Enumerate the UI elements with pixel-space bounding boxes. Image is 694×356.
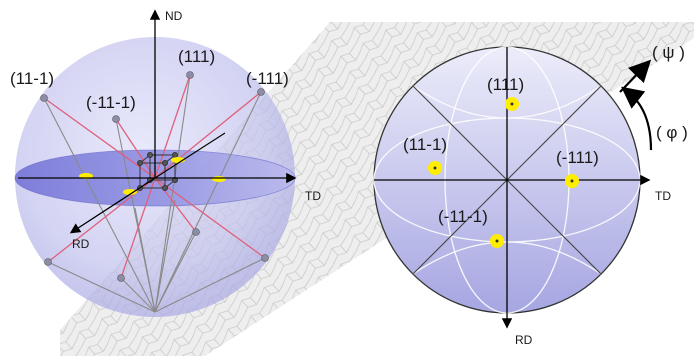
phi-rotation-arrow (621, 86, 653, 151)
pole-label-11-1: (11-1) (403, 135, 447, 154)
psi-label: ( ψ ) (652, 43, 685, 62)
td-label-right: TD (655, 189, 671, 203)
sphere-3d: ND TD RD (111) (11-1) (-11-1) (-111) (10, 9, 321, 317)
plane-label-111: (111) (178, 47, 215, 66)
rd-axis-back (154, 132, 226, 179)
pole-label--11-1: (-11-1) (438, 207, 488, 226)
nd-label: ND (165, 9, 183, 23)
rd-axis (69, 177, 156, 234)
rd-label: RD (72, 237, 90, 251)
sphere-pole-points (40, 71, 269, 282)
td-label: TD (305, 189, 321, 203)
phi-label: ( φ ) (656, 123, 688, 142)
pole-label-111: (111) (487, 75, 524, 94)
pole-label--111: (-111) (556, 148, 599, 167)
plane-label--111: (-111) (246, 69, 289, 88)
plane-label-11-1: (11-1) (10, 69, 54, 88)
projected-pole-markers (428, 97, 579, 248)
stereographic-projection: TD RD (111) (11-1) (-111) (-11-1) ( ψ ) … (373, 43, 688, 347)
rd-label-right: RD (515, 333, 533, 347)
plane-normal-lines (43, 74, 266, 279)
plane-label--11-1: (-11-1) (86, 93, 136, 112)
